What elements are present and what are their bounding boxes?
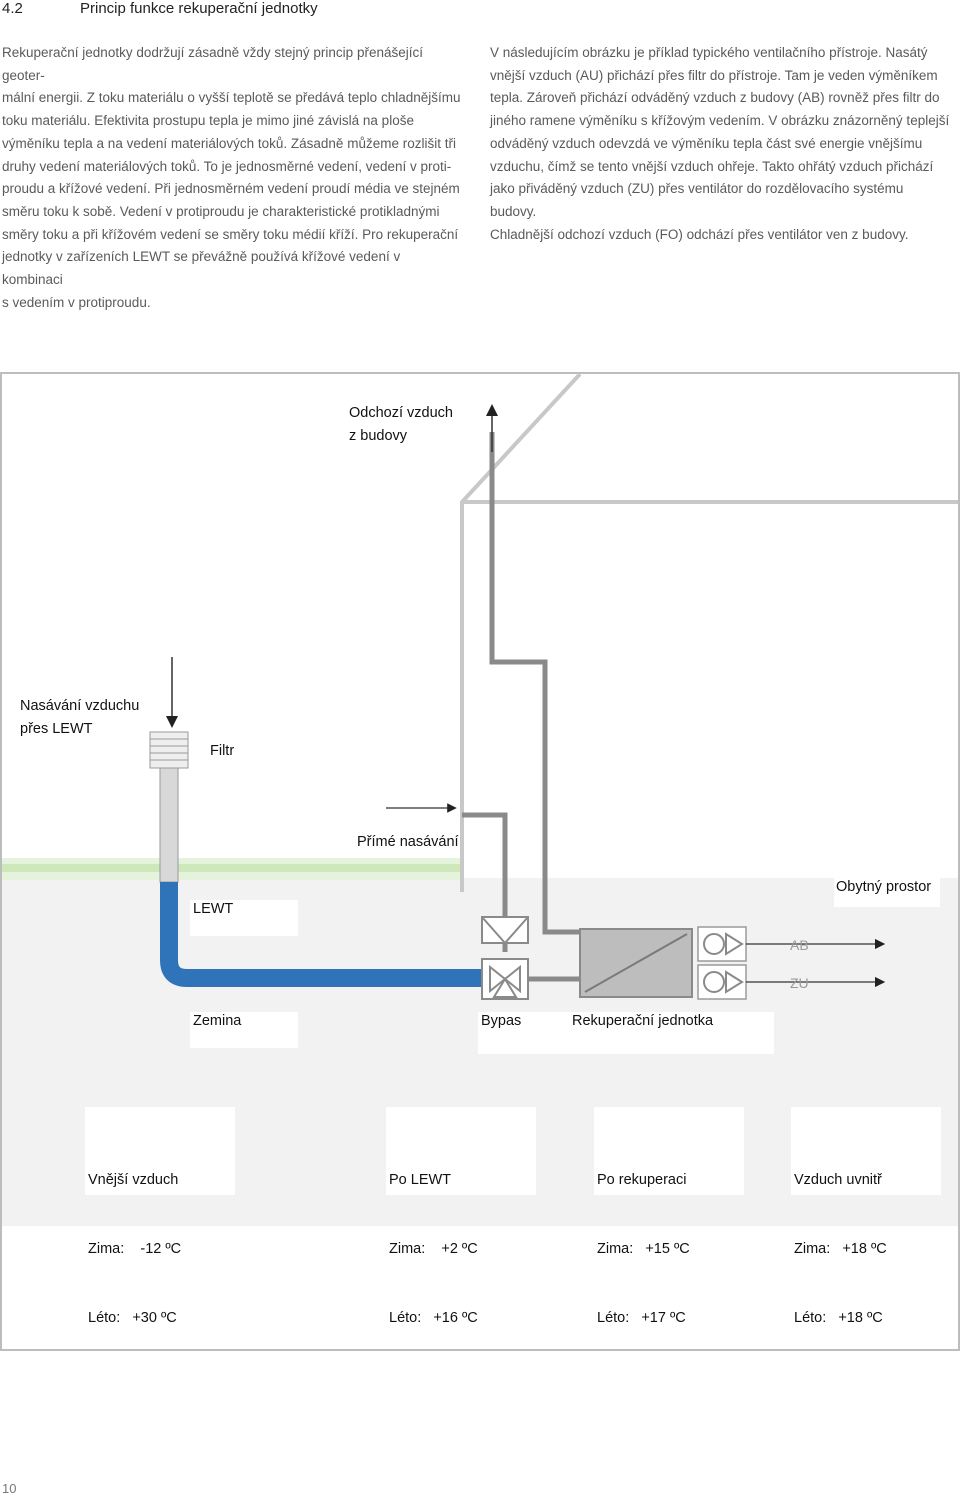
text-line: druhy vedení materiálových toků. To je j… [2,158,452,174]
diagram-frame [0,372,960,1351]
grass-line [2,864,464,872]
label-box-soil [190,1012,298,1048]
exhaust-label: Odchozí vzduch z budovy [349,402,453,448]
living-space-label: Obytný prostor [836,879,932,895]
temp-title: Vnější vzduch [88,1172,179,1188]
intake-label: Nasávání vzduchu přes LEWT [20,695,139,741]
section-title: Princip funkce rekuperační jednotky [80,0,318,17]
recovery-unit-box [579,928,693,998]
exhaust-pipe [489,432,621,952]
text-line: jiného ramene výměníku s křížovým vedení… [490,113,950,129]
temp-summer: Léto: +17 ºC [597,1310,686,1326]
text-column-right: V následujícím obrázku je příklad typick… [490,42,950,246]
text-line: tepla. Zároveň přichází odváděný vzduch … [490,90,940,106]
temp-title: Vzduch uvnitř [794,1172,882,1188]
temp-outside: Vnější vzduch Zima: -12 ºC Léto: +30 ºC [88,1123,181,1376]
text-line: vnější vzduch (AU) přichází přes filtr d… [490,67,938,83]
temp-summer: Léto: +16 ºC [389,1310,478,1326]
temp-summer: Léto: +18 ºC [794,1310,883,1326]
text-line: mální energii. Z toku materiálu o vyšší … [2,90,461,106]
exhaust-label-line1: Odchozí vzduch [349,405,453,421]
temp-box-after-lewt [386,1107,536,1195]
bypass-valve [481,958,529,1000]
soil-label: Zemina [193,1013,242,1029]
temp-winter: Zima: +2 ºC [389,1241,478,1257]
intake-label-line1: Nasávání vzduchu [20,698,140,714]
temp-box-outside [85,1107,235,1195]
temp-title: Po LEWT [389,1172,452,1188]
temp-inside: Vzduch uvnitř Zima: +18 ºC Léto: +18 ºC [794,1123,887,1376]
page-number: 10 [2,1481,17,1496]
label-box-living [834,877,940,907]
temp-after-lewt: Po LEWT Zima: +2 ºC Léto: +16 ºC [389,1123,478,1376]
text-line: s vedením v protiproudu. [2,294,151,310]
text-line: jako přiváděný vzduch (ZU) přes ventilát… [490,181,904,219]
zu-label: ZU [790,975,809,991]
recovery-unit-label: Rekuperační jednotka [572,1013,714,1029]
fan-ab [697,926,747,962]
intake-label-line2: přes LEWT [20,721,93,737]
filter-box [481,916,529,945]
text-line: vzduchu, čímž se tento vnější vzduch ohř… [490,158,934,174]
text-line: proudu a křížové vedení. Při jednosměrné… [2,181,460,197]
direct-intake-pipe [462,812,508,952]
temp-title: Po rekuperaci [597,1172,687,1188]
temp-after-recovery: Po rekuperaci Zima: +15 ºC Léto: +17 ºC [597,1123,690,1376]
text-line: toku materiálu. Efektivita prostupu tepl… [2,113,414,129]
text-line: Rekuperační jednotky dodržují zásadně vž… [2,45,423,83]
temp-winter: Zima: +15 ºC [597,1241,690,1257]
label-box-lewt [190,900,298,936]
temp-winter: Zima: -12 ºC [88,1241,182,1257]
text-column-left: Rekuperační jednotky dodržují zásadně vž… [2,42,462,314]
intake-pipe [159,766,179,883]
direct-intake-label: Přímé nasávání [357,834,459,850]
ventilation-diagram: AB ZU Odchozí vzduch z budovy Nasávání v… [0,372,960,1352]
temp-box-after-recovery [594,1107,744,1195]
text-line: Chladnější odchozí vzduch (FO) odchází p… [490,226,909,242]
exhaust-label-line2: z budovy [349,428,408,444]
temp-box-inside [791,1107,941,1195]
text-line: směru toku k sobě. Vedení v protiproudu … [2,203,440,219]
text-line: odváděný vzduch odevzdá ve výměníku tepl… [490,135,923,151]
label-box-units [478,1012,774,1054]
text-line: jednotky v zařízeních LEWT se převážně p… [2,249,401,288]
temp-summer: Léto: +30 ºC [88,1310,177,1326]
text-line: výměníku tepla a na vedení materiálových… [2,135,456,151]
intake-hood [149,731,189,769]
bypass-label: Bypas [481,1013,522,1029]
filter-label: Filtr [210,743,235,759]
fan-zu [697,964,747,1000]
section-number: 4.2 [2,0,23,17]
text-line: V následujícím obrázku je příklad typick… [490,45,928,60]
temp-winter: Zima: +18 ºC [794,1241,887,1257]
ab-label: AB [790,937,809,953]
text-line: směry toku a při křížovém vedení se směr… [2,226,459,242]
diagram-graphics: AB ZU [0,372,960,1351]
earth-pipe [160,882,482,987]
lewt-label: LEWT [193,901,234,917]
